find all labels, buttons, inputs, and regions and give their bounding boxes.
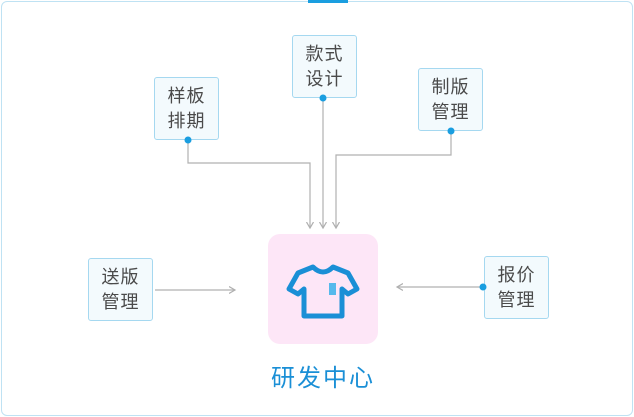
center-hub-icon-tile[interactable] bbox=[268, 234, 378, 344]
node-style-design[interactable]: 款式 设计 bbox=[292, 35, 357, 98]
frame-top-tab bbox=[308, 0, 348, 3]
node-label-line: 设计 bbox=[305, 68, 344, 90]
node-sample-schedule[interactable]: 样板 排期 bbox=[154, 77, 219, 140]
node-label-line: 管理 bbox=[431, 101, 470, 123]
center-hub-title: 研发中心 bbox=[271, 364, 375, 392]
node-label-line: 管理 bbox=[101, 291, 140, 313]
node-pattern-management[interactable]: 制版 管理 bbox=[418, 68, 483, 131]
node-label-line: 样板 bbox=[167, 85, 206, 107]
node-label-line: 排期 bbox=[167, 110, 206, 132]
node-quotation-management[interactable]: 报价 管理 bbox=[484, 256, 549, 319]
node-label-line: 制版 bbox=[431, 76, 470, 98]
node-label-line: 报价 bbox=[497, 264, 536, 286]
node-label-line: 送版 bbox=[101, 266, 140, 288]
node-label-line: 管理 bbox=[497, 289, 536, 311]
node-sample-delivery-management[interactable]: 送版 管理 bbox=[88, 258, 153, 321]
node-label-line: 款式 bbox=[305, 43, 344, 65]
t-shirt-icon bbox=[286, 264, 360, 319]
